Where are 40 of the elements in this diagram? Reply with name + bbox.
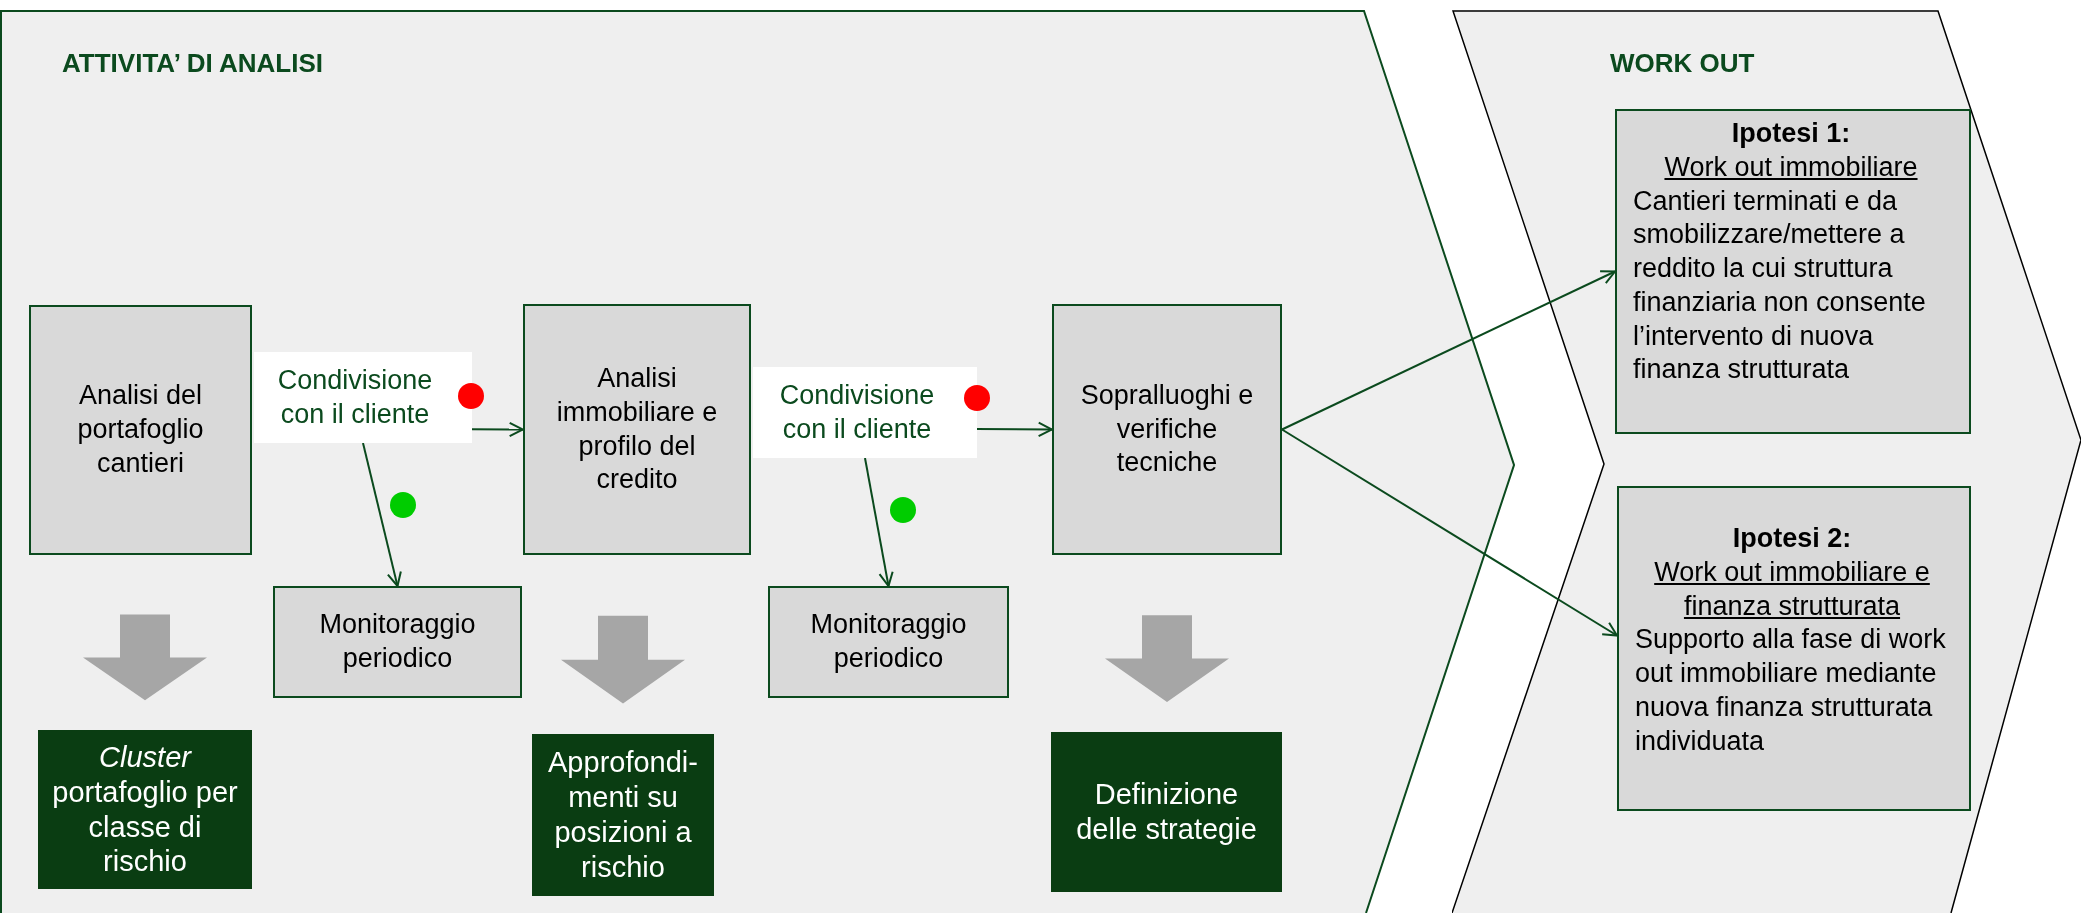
- hypothesis-box: [1617, 486, 1971, 811]
- note-box: [254, 352, 472, 443]
- result-box: [532, 734, 714, 896]
- result-text: Cluster portafoglio per classe di rischio: [51, 739, 239, 880]
- section-heading: ATTIVITA’ DI ANALISI: [62, 48, 323, 79]
- note-text: Condivisione con il cliente: [276, 363, 434, 431]
- arrow: [1281, 270, 1616, 431]
- block-arrow: [83, 614, 207, 701]
- process-box: [29, 305, 252, 555]
- result-text: Definizione delle strategie: [1075, 777, 1258, 847]
- box-label: Analisi del portafoglio cantieri: [76, 379, 205, 480]
- box-label: Sopralluoghi e verifiche tecniche: [1079, 378, 1255, 480]
- box-label: Analisi immobiliare e profilo del credito: [555, 362, 719, 497]
- section-heading: WORK OUT: [1610, 48, 1755, 79]
- note-text: Condivisione con il cliente: [778, 378, 936, 446]
- process-box: [768, 586, 1009, 698]
- result-box: [38, 730, 252, 889]
- arrow: [362, 442, 402, 587]
- result-text: Approfondi-menti su posizioni a rischio: [547, 745, 699, 885]
- arrow: [1281, 428, 1618, 637]
- hypothesis-subtitle: Work out immobiliare: [1663, 150, 1919, 184]
- hypothesis-title: Ipotesi 2:: [1731, 522, 1853, 555]
- arrow: [864, 457, 894, 587]
- hypothesis-description: Cantieri terminati e da smobilizzare/mettere a reddito la cui struttura finanziaria non consente l’intervento di nuova finanza strutturata: [1633, 184, 1927, 387]
- block-arrow: [561, 615, 685, 704]
- hypothesis-subtitle: Work out immobiliare e finanza strutturata: [1653, 555, 1931, 623]
- box-label: Monitoraggio periodico: [318, 608, 477, 675]
- process-box: [273, 586, 522, 698]
- hypothesis-description: Supporto alla fase di work out immobiliare mediante nuova finanza strutturata individuata: [1635, 623, 1947, 758]
- hypothesis-title: Ipotesi 1:: [1730, 117, 1852, 150]
- block-arrow: [1105, 615, 1229, 702]
- chevron-band: [1452, 10, 2081, 913]
- arrow: [471, 421, 524, 438]
- process-box: [523, 304, 751, 555]
- note-box: [753, 367, 977, 458]
- process-box: [1052, 304, 1282, 555]
- hypothesis-box: [1615, 109, 1971, 434]
- arrow: [976, 421, 1053, 438]
- box-label: Monitoraggio periodico: [809, 608, 968, 675]
- result-box: [1051, 732, 1282, 892]
